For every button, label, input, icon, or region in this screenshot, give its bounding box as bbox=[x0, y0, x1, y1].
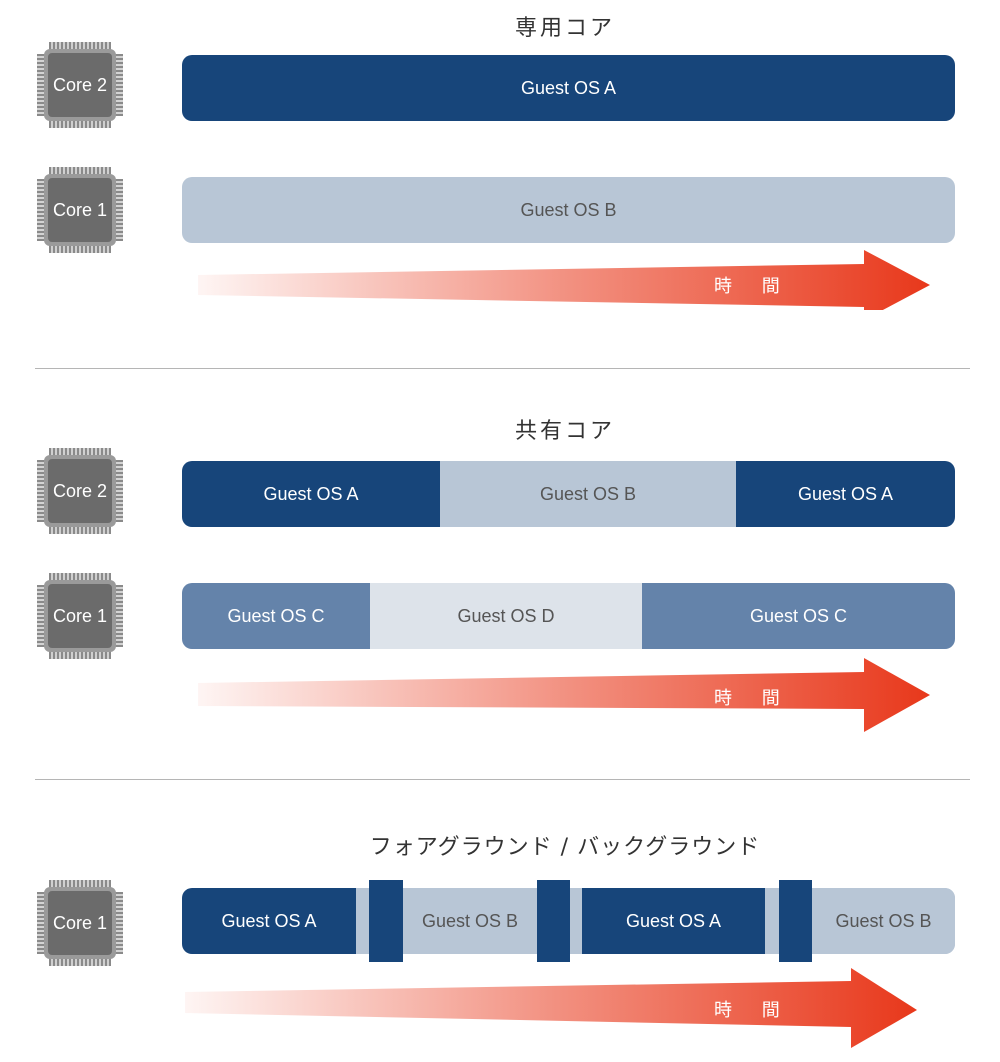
time-label: 時 間 bbox=[714, 276, 792, 297]
cpu-core-chip: Core 2 bbox=[35, 446, 125, 536]
core-timeline-bar: Guest OS A Guest OS B Guest OS A bbox=[182, 461, 955, 527]
section-title-dedicated: 専用コア bbox=[514, 16, 615, 41]
core-label: Core 1 bbox=[52, 913, 108, 933]
guest-os-segment: Guest OS D bbox=[370, 583, 642, 649]
cpu-core-chip: Core 2 bbox=[35, 40, 125, 130]
guest-os-segment-label-fix: Guest OS B bbox=[403, 888, 537, 954]
guest-os-gap bbox=[570, 888, 582, 954]
guest-os-label: Guest OS B bbox=[421, 910, 519, 931]
core-label: Core 1 bbox=[52, 606, 108, 626]
guest-os-segment: Guest OS C bbox=[182, 583, 370, 649]
guest-os-gap bbox=[356, 888, 369, 954]
time-arrow bbox=[185, 968, 917, 1048]
time-arrow bbox=[198, 250, 930, 310]
context-switch-block bbox=[779, 880, 812, 962]
section-divider bbox=[35, 779, 970, 780]
guest-os-segment: Guest OS B bbox=[182, 177, 955, 243]
cpu-core-chip: Core 1 bbox=[35, 878, 125, 968]
time-label: 時 間 bbox=[714, 1000, 792, 1021]
guest-os-segment: Guest OS A bbox=[182, 55, 955, 121]
core-timeline-bar: Guest OS C Guest OS D Guest OS C bbox=[182, 583, 955, 649]
context-switch-block bbox=[369, 880, 403, 962]
section-title-shared: 共有コア bbox=[514, 419, 615, 444]
core-label: Core 1 bbox=[52, 200, 108, 220]
core-timeline-bar: Guest OS B bbox=[182, 177, 955, 243]
time-arrow bbox=[198, 658, 930, 732]
section-divider bbox=[35, 368, 970, 369]
guest-os-segment: Guest OS A bbox=[736, 461, 955, 527]
guest-os-segment: Guest OS A bbox=[582, 888, 765, 954]
core-label: Core 2 bbox=[52, 481, 108, 501]
context-switch-block bbox=[537, 880, 570, 962]
core-label: Core 2 bbox=[52, 75, 108, 95]
guest-os-label: Guest OS B bbox=[835, 910, 932, 931]
time-label: 時 間 bbox=[714, 688, 792, 709]
guest-os-segment: Guest OS A bbox=[182, 461, 440, 527]
guest-os-gap bbox=[765, 888, 779, 954]
guest-os-segment: Guest OS B bbox=[440, 461, 736, 527]
cpu-core-chip: Core 1 bbox=[35, 165, 125, 255]
guest-os-segment: Guest OS C bbox=[642, 583, 955, 649]
core-timeline-bar: Guest OS A bbox=[182, 55, 955, 121]
guest-os-segment-label-fix: Guest OS B bbox=[812, 888, 955, 954]
guest-os-segment: Guest OS A bbox=[182, 888, 356, 954]
cpu-core-chip: Core 1 bbox=[35, 571, 125, 661]
section-title-foreground-background: フォアグラウンド / バックグラウンド bbox=[369, 835, 761, 860]
